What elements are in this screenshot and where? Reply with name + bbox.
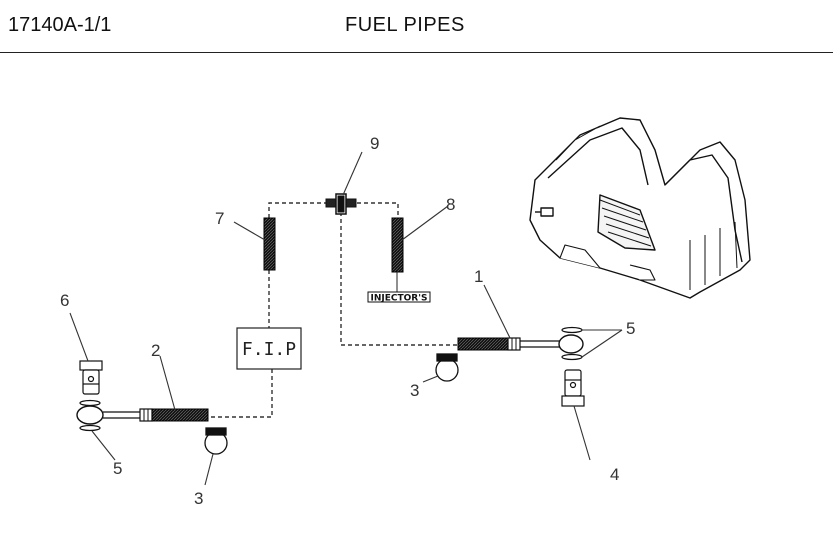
fuel-pipe-2 [76,405,209,425]
callout-7: 7 [215,209,224,228]
tee-connector-9 [325,193,357,215]
fuel-line-routing [208,202,458,418]
callout-6: 6 [60,291,69,310]
page-title: FUEL PIPES [345,14,465,36]
injectors-tag: INJECTOR'S [367,291,431,304]
banjo-bolt-6 [79,360,103,395]
hose-segment-7 [263,217,276,271]
hose-clip-3-right [435,353,459,382]
callout-numbers: 9 7 8 1 5 4 3 2 3 5 6 [60,134,635,508]
hose-clip-3-left [204,427,228,455]
callout-3-left: 3 [194,489,203,508]
callout-1: 1 [474,267,483,286]
callout-4: 4 [610,465,619,484]
reference-number: 17140A-1/1 [8,14,112,36]
callout-9: 9 [370,134,379,153]
engine-illustration [529,117,751,299]
fuel-pipe-1 [457,334,584,354]
injectors-label: INJECTOR'S [371,294,428,304]
callout-2: 2 [151,341,160,360]
fip-label: F.I.P [242,339,296,360]
hose-segment-8 [391,217,404,273]
banjo-bolt-4 [561,369,585,407]
header-divider [0,52,833,53]
callout-3-right: 3 [410,381,419,400]
callout-8: 8 [446,195,455,214]
page-header: 17140A-1/1 FUEL PIPES [0,0,833,54]
callout-5-left: 5 [113,459,122,478]
leader-lines [69,151,623,486]
washer-set-5-left [79,399,101,432]
fuel-injection-pump-box: F.I.P [236,327,302,370]
callout-5-right: 5 [626,319,635,338]
